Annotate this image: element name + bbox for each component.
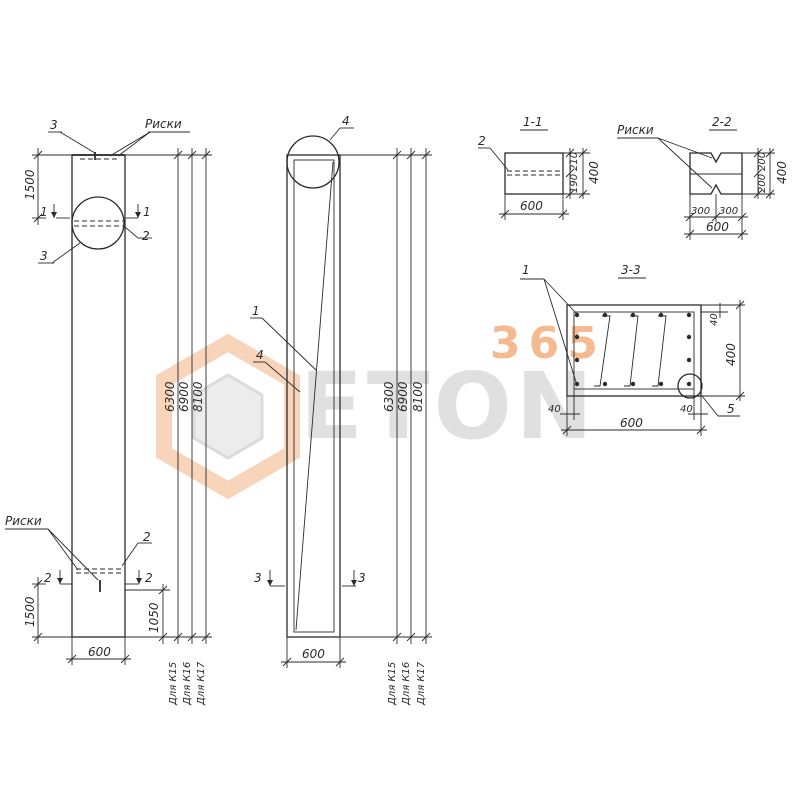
section-1-1-outline — [504, 152, 564, 195]
callout-3-right-arrow: 3 — [358, 571, 366, 585]
dim-s11-190: 190 — [569, 174, 580, 193]
note-left-k17: Для К17 — [196, 661, 207, 706]
left-column-outline — [71, 154, 126, 638]
left-detail-circle — [71, 196, 125, 250]
section-3-3-title: 3-3 — [621, 263, 641, 277]
dim-6300-left: 6300 — [163, 381, 177, 412]
note-mid-k16: Для К16 — [401, 662, 412, 706]
dim-6900-mid: 6900 — [396, 381, 410, 412]
callout-2-left-arrow: 2 — [44, 571, 52, 585]
dim-s22-600: 600 — [706, 220, 729, 234]
callout-4-mid: 4 — [256, 348, 264, 362]
callout-1-left: 1 — [40, 205, 48, 219]
note-left-k16: Для К16 — [182, 662, 193, 706]
section-1-1: 1-1 2 600 210 190 400 — [478, 115, 601, 220]
callout-3-circle: 3 — [40, 249, 48, 263]
rebar-dots — [574, 312, 692, 387]
middle-column-inner — [293, 159, 335, 633]
middle-elevation: 4 1 4 3 3 600 6300 6900 — [250, 114, 432, 706]
watermark-logo-icon — [156, 333, 300, 500]
dim-1500-bottom: 1500 — [23, 596, 37, 627]
dim-600-left: 600 — [88, 645, 111, 659]
section-3-3: 3-3 1 5 — [520, 263, 745, 436]
callout-2-sec11: 2 — [478, 134, 486, 148]
note-mid-k15: Для К15 — [387, 662, 398, 706]
note-mid-k17: Для К17 — [416, 661, 427, 706]
dim-6300-mid: 6300 — [382, 381, 396, 412]
middle-column-outer — [286, 154, 341, 638]
dim-s22-400: 400 — [775, 161, 789, 184]
section-2-2: 2-2 Риски 300 300 600 200 200 400 — [617, 115, 789, 240]
callout-riski-sec22: Риски — [617, 123, 654, 137]
callout-1-sec33: 1 — [522, 263, 530, 277]
callout-1-right: 1 — [143, 205, 151, 219]
callout-2-circle: 2 — [142, 229, 150, 243]
callout-3-top: 3 — [50, 118, 58, 132]
middle-detail-circle — [286, 135, 340, 189]
callout-5-sec33: 5 — [727, 402, 735, 416]
section-2-2-title: 2-2 — [712, 115, 732, 129]
dim-s22-200b: 200 — [757, 174, 768, 193]
section-1-1-title: 1-1 — [523, 115, 543, 129]
callout-1-mid: 1 — [252, 304, 260, 318]
dim-s22-300a: 300 — [691, 206, 710, 217]
dim-1050: 1050 — [147, 602, 161, 633]
dim-s11-210: 210 — [569, 152, 580, 171]
callout-2-bottom: 2 — [143, 530, 151, 544]
left-elevation: 3 Риски 1 1 3 2 Риски 2 2 2 — [5, 117, 212, 706]
watermark-word: ETON — [300, 353, 597, 460]
watermark: 365 ETON — [156, 318, 606, 500]
dim-s33-600: 600 — [620, 416, 643, 430]
dim-8100-mid: 8100 — [411, 381, 425, 412]
dim-s33-40-top: 40 — [709, 313, 720, 326]
dim-6900-left: 6900 — [177, 381, 191, 412]
callout-4-top: 4 — [342, 114, 350, 128]
dim-8100-left: 8100 — [191, 381, 205, 412]
callout-2-right-arrow: 2 — [145, 571, 153, 585]
dim-s33-400: 400 — [724, 343, 738, 366]
section-3-3-outer — [566, 304, 702, 397]
dim-s22-300b: 300 — [719, 206, 738, 217]
diagonal-rebar — [295, 161, 334, 631]
dim-s11-400: 400 — [587, 161, 601, 184]
dim-s22-200a: 200 — [757, 152, 768, 171]
dim-s33-40-right: 40 — [680, 404, 693, 415]
section-3-3-inner — [573, 311, 695, 390]
dim-1500-top: 1500 — [23, 169, 37, 200]
section-2-2-outline — [689, 152, 743, 195]
watermark-number: 365 — [490, 318, 606, 369]
callout-3-left-arrow: 3 — [254, 571, 262, 585]
dim-s11-600: 600 — [520, 199, 543, 213]
dim-s33-40-left: 40 — [548, 404, 561, 415]
callout-riski-bottom: Риски — [5, 514, 42, 528]
note-left-k15: Для К15 — [168, 662, 179, 706]
section-3-3-detail-circle — [677, 373, 703, 399]
callout-riski-top: Риски — [145, 117, 182, 131]
dim-600-mid: 600 — [302, 647, 325, 661]
